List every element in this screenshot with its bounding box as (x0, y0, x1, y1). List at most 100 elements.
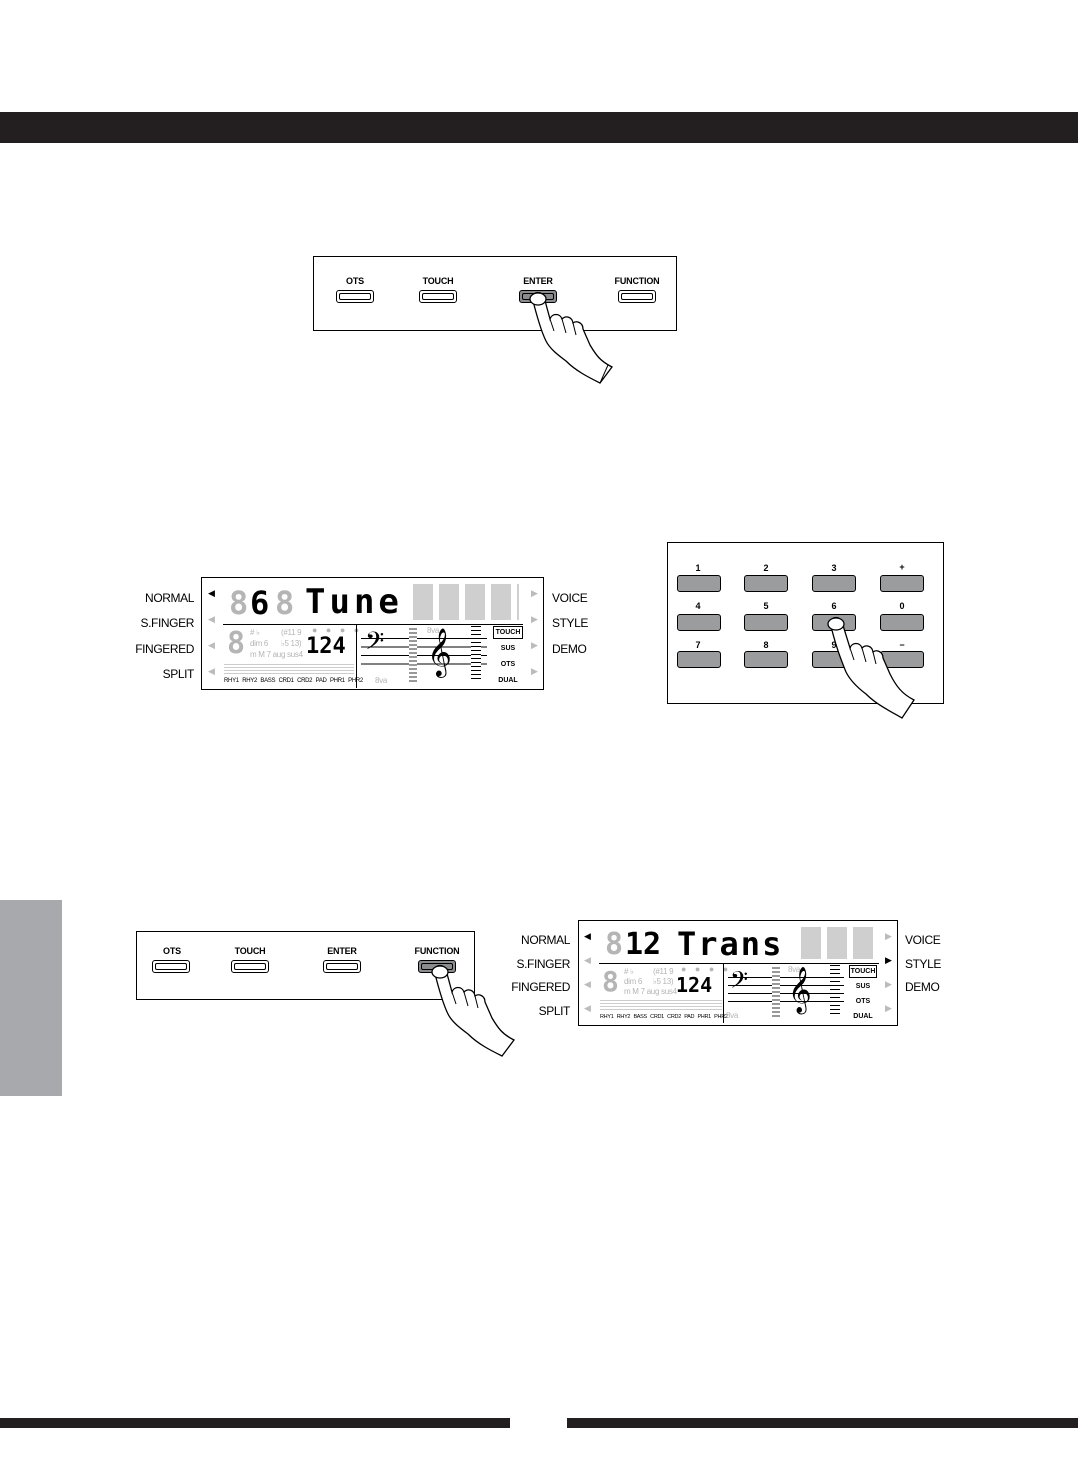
pointing-hand-icon (431, 964, 515, 1057)
mode-fingered: FINGERED (135, 642, 194, 656)
mode-arrow-icon: ◀ (208, 614, 215, 624)
enter-label: ENTER (523, 276, 553, 286)
button-panel-top: OTS TOUCH ENTER FUNCTION (313, 256, 677, 331)
mode-demo: DEMO (905, 980, 940, 994)
track-label: RHY2 (616, 1014, 631, 1020)
function-number: 12 (625, 927, 662, 962)
track-label: CRD1 (650, 1014, 664, 1020)
track-label: RHY1 (224, 678, 239, 684)
mode-arrow-icon: ▶ (885, 955, 892, 965)
pointing-hand-icon (827, 616, 915, 719)
key-7[interactable] (677, 651, 721, 668)
bass-clef-icon: 𝄢 (365, 628, 385, 661)
track-labels: RHY1 RHY2 BASS CRD1 CRD2 PAD PHR1 PHR2 (224, 678, 363, 684)
mode-voice: VOICE (905, 933, 941, 947)
matrix-ghost (801, 927, 875, 959)
note-ghosts (830, 965, 840, 1017)
track-meters (600, 999, 722, 1010)
function-number: 6 (250, 584, 270, 622)
beat-dots: ● ● ● ● (681, 964, 732, 974)
mode-arrow-icon: ▶ (531, 666, 538, 676)
tempo-value: 124 (676, 973, 713, 997)
footer-bar-right (567, 1418, 1078, 1428)
key-label: 9 (831, 640, 837, 650)
mode-style: STYLE (552, 616, 589, 630)
chord-types-2: m M 7 aug sus4 (250, 650, 303, 659)
key-5[interactable] (744, 614, 788, 631)
function-label: FUNCTION (614, 276, 660, 286)
track-label: PAD (684, 1014, 695, 1020)
ots-label: OTS (346, 276, 364, 286)
mode-arrow-icon: ▶ (531, 640, 538, 650)
matrix-ghost (413, 584, 519, 620)
ots-button[interactable] (336, 290, 374, 303)
track-label: PAD (315, 678, 327, 684)
track-label: PHR1 (329, 678, 345, 684)
chord-ext-1: (#11 9 (653, 967, 674, 976)
mode-arrow-icon: ◀ (208, 588, 215, 598)
matrix-row: 8 6 8 Tune (223, 582, 523, 625)
key-label: 7 (695, 640, 701, 650)
key-label: 3 (831, 563, 837, 573)
key-4[interactable] (677, 614, 721, 631)
key-plus[interactable] (880, 575, 924, 592)
enter-button[interactable] (323, 960, 361, 973)
key-label: 2 (763, 563, 769, 573)
octave-up: 8va (427, 626, 439, 635)
chord-ext-2: ♭5 13) (653, 977, 674, 986)
side-tab (0, 900, 62, 1096)
track-label: RHY1 (600, 1014, 614, 1020)
status-ots: OTS (493, 658, 523, 671)
touch-label: TOUCH (422, 276, 454, 286)
touch-button[interactable] (419, 290, 457, 303)
chord-ext-1: (#11 9 (281, 628, 302, 637)
track-label: CRD2 (297, 678, 313, 684)
mode-style: STYLE (905, 957, 942, 971)
touch-button[interactable] (231, 960, 269, 973)
key-3[interactable] (812, 575, 856, 592)
key-0[interactable] (880, 614, 924, 631)
key-2[interactable] (744, 575, 788, 592)
key-8[interactable] (744, 651, 788, 668)
key-label: − (899, 640, 905, 650)
footer-bar-left (0, 1418, 510, 1428)
mode-arrow-icon: ▶ (531, 614, 538, 624)
octave-down: 8va (726, 1011, 738, 1020)
track-label: RHY2 (242, 678, 257, 684)
mode-arrow-icon: ◀ (584, 931, 591, 941)
track-label: PHR2 (348, 678, 363, 684)
mode-split: SPLIT (538, 1004, 571, 1018)
lcd-display-1: ◀ ◀ ◀ ◀ ▶ ▶ ▶ ▶ 8 6 8 Tune 8 # ♭ dim 6 m… (201, 577, 544, 690)
matrix-row: 8 12 Trans (599, 925, 879, 964)
status-sus: SUS (493, 642, 523, 655)
mode-sfinger: S.FINGER (140, 616, 195, 630)
chord-types: dim 6 (250, 639, 269, 648)
lcd-display-2: ◀ ◀ ◀ ◀ ▶ ▶ ▶ ▶ 8 12 Trans 8 # ♭ dim 6 m… (578, 920, 898, 1026)
chord-types: dim 6 (624, 977, 643, 986)
mode-arrow-icon: ▶ (885, 931, 892, 941)
mode-fingered: FINGERED (511, 980, 570, 994)
mode-normal: NORMAL (521, 933, 570, 947)
pointing-hand-icon (529, 291, 613, 384)
chord-marks: # ♭ (624, 967, 634, 976)
octave-down: 8va (375, 676, 387, 685)
note-ghosts (471, 626, 481, 682)
key-label: + (899, 562, 905, 572)
status-dual: DUAL (849, 1010, 877, 1023)
numeric-keypad: 1 2 3 + 4 5 6 0 7 8 9 − (667, 542, 944, 704)
staff-area: 8va 8va 𝄢 𝄞 (356, 624, 491, 688)
status-dual: DUAL (493, 674, 523, 687)
segment-ghost: 8 (229, 584, 249, 622)
function-button[interactable] (618, 290, 656, 303)
key-label: 1 (695, 563, 701, 573)
key-1[interactable] (677, 575, 721, 592)
mode-arrow-icon: ◀ (584, 1003, 591, 1013)
mode-arrow-icon: ◀ (208, 666, 215, 676)
ots-button[interactable] (152, 960, 190, 973)
key-label: 5 (763, 601, 769, 611)
key-label: 6 (831, 601, 837, 611)
enter-label: ENTER (327, 946, 357, 956)
treble-clef-icon: 𝄞 (788, 968, 812, 1012)
mode-arrow-icon: ◀ (584, 955, 591, 965)
button-panel-bottom: OTS TOUCH ENTER FUNCTION (136, 931, 475, 1000)
